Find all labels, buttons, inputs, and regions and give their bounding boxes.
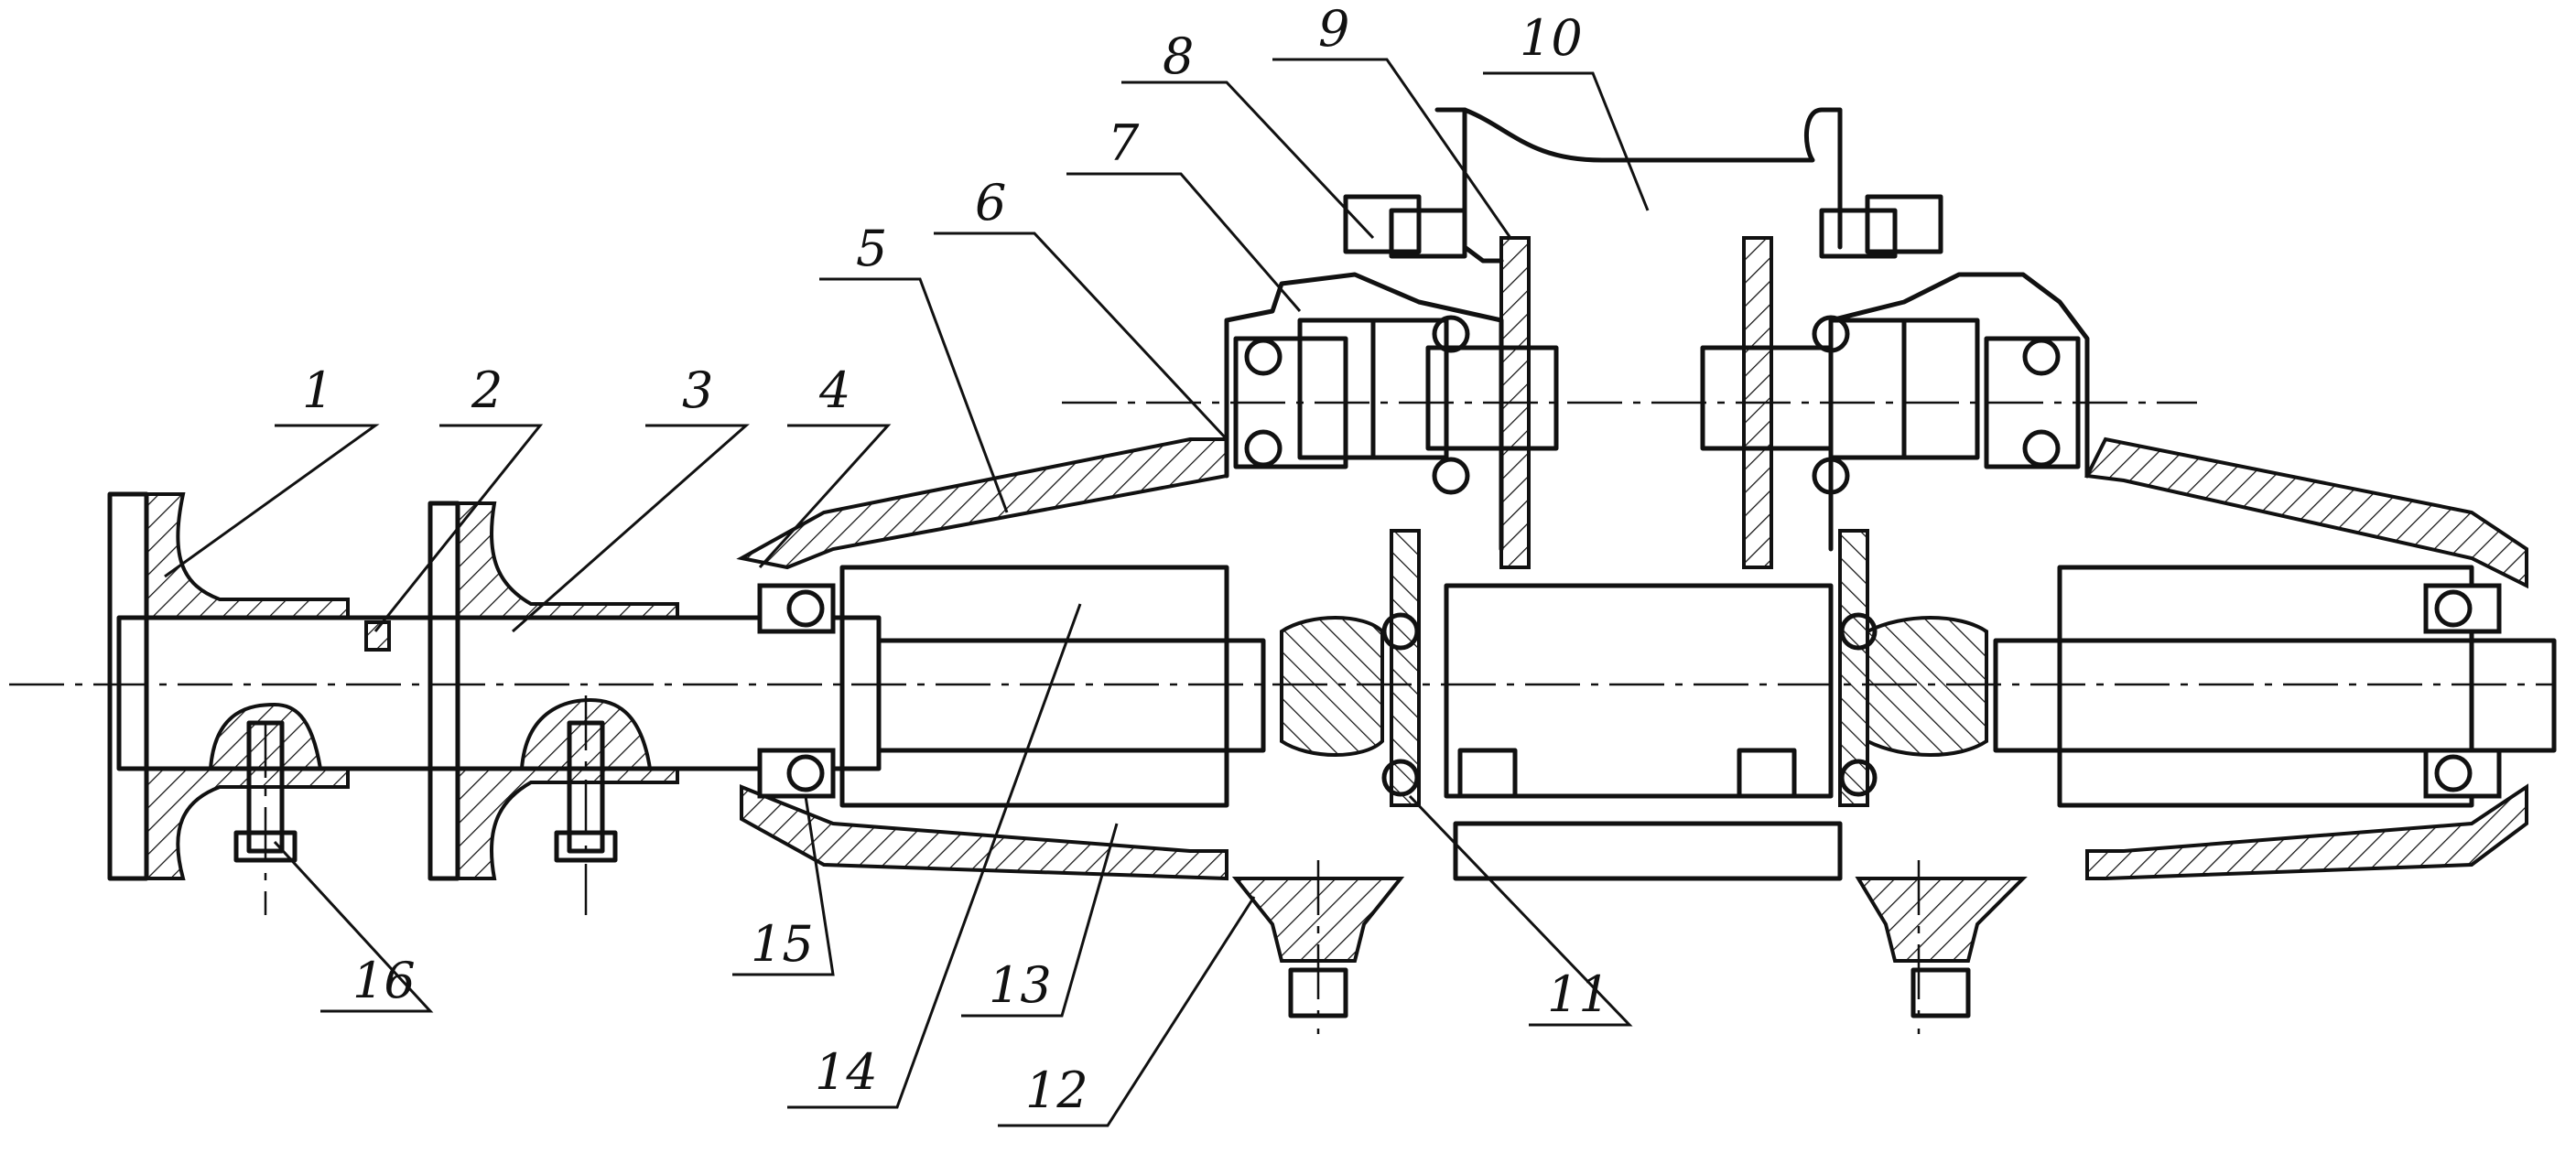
part-label-9: 9: [1318, 0, 1349, 58]
part-labels: 1 2 3 4 5 6 7 8 9 10 11 12 13 14 15 16: [302, 0, 1610, 1119]
part-label-1: 1: [302, 361, 333, 419]
part-label-7: 7: [1108, 114, 1140, 172]
right-housing: [1993, 436, 2557, 880]
leader-lines: [164, 58, 1650, 1127]
left-housing: [736, 437, 1266, 881]
part-label-13: 13: [989, 956, 1052, 1014]
part-label-11: 11: [1547, 965, 1610, 1023]
part-label-4: 4: [818, 361, 850, 419]
part-label-10: 10: [1520, 9, 1583, 67]
part-label-3: 3: [682, 361, 713, 419]
part-label-2: 2: [471, 361, 503, 419]
part-label-12: 12: [1025, 1061, 1088, 1119]
part-label-8: 8: [1163, 27, 1194, 85]
center-frame: [1434, 107, 1843, 881]
part-label-15: 15: [751, 915, 814, 973]
part-label-14: 14: [815, 1043, 878, 1101]
left-gearbox: [1224, 194, 1559, 1018]
right-gearbox: [1700, 194, 2090, 1018]
part-label-6: 6: [975, 174, 1006, 232]
part-label-5: 5: [856, 220, 887, 277]
part-label-16: 16: [352, 952, 416, 1009]
